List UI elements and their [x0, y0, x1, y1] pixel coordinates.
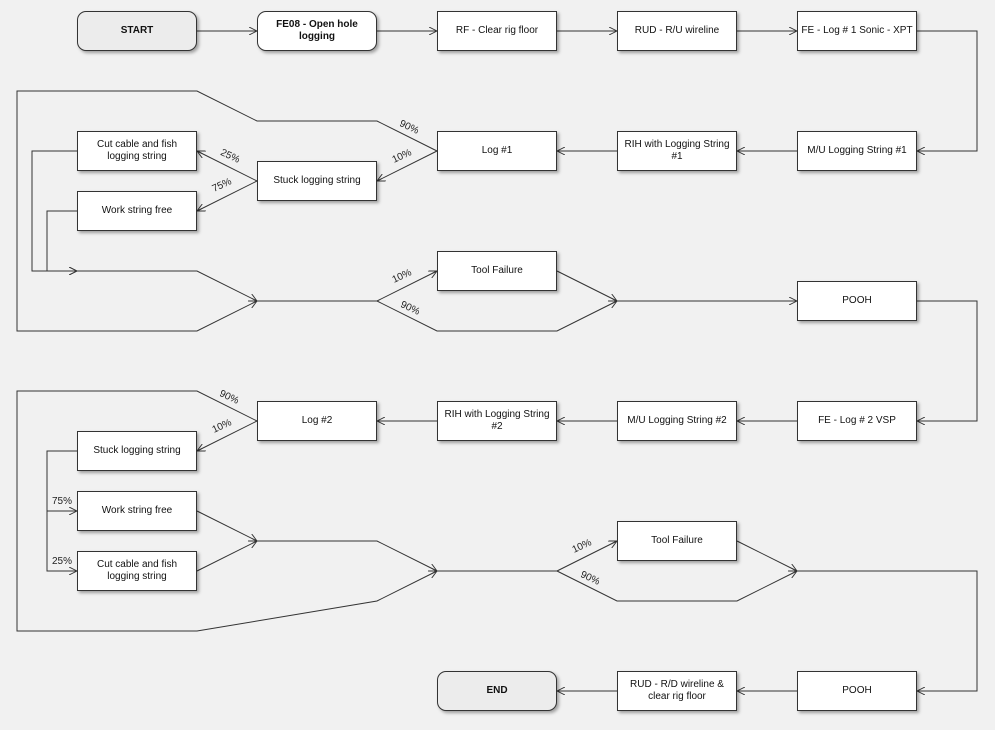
pooh1-node[interactable]: POOH: [797, 281, 917, 321]
fe-log2-vsp-node[interactable]: FE - Log # 2 VSP: [797, 401, 917, 441]
cut-cable-fish2-node[interactable]: Cut cable and fish logging string: [77, 551, 197, 591]
tool-failure1-node[interactable]: Tool Failure: [437, 251, 557, 291]
edge-label-stuck2-cut: 25%: [52, 556, 73, 567]
work-string-free1-node[interactable]: Work string free: [77, 191, 197, 231]
start-node[interactable]: START: [77, 11, 197, 51]
fe08-open-hole-logging-node[interactable]: FE08 - Open hole logging: [257, 11, 377, 51]
mu-logging-string1-node[interactable]: M/U Logging String #1: [797, 131, 917, 171]
end-node[interactable]: END: [437, 671, 557, 711]
rih-logging-string1-node[interactable]: RIH with Logging String #1: [617, 131, 737, 171]
edge-label-stuck2-free: 75%: [52, 496, 73, 507]
rud-rd-wireline-clear-node[interactable]: RUD - R/D wireline & clear rig floor: [617, 671, 737, 711]
fe-log1-sonic-xpt-node[interactable]: FE - Log # 1 Sonic - XPT: [797, 11, 917, 51]
rih-logging-string2-node[interactable]: RIH with Logging String #2: [437, 401, 557, 441]
cut-cable-fish1-node[interactable]: Cut cable and fish logging string: [77, 131, 197, 171]
log1-node[interactable]: Log #1: [437, 131, 557, 171]
work-string-free2-node[interactable]: Work string free: [77, 491, 197, 531]
log2-node[interactable]: Log #2: [257, 401, 377, 441]
rf-clear-rig-floor-node[interactable]: RF - Clear rig floor: [437, 11, 557, 51]
tool-failure2-node[interactable]: Tool Failure: [617, 521, 737, 561]
rud-ru-wireline-node[interactable]: RUD - R/U wireline: [617, 11, 737, 51]
mu-logging-string2-node[interactable]: M/U Logging String #2: [617, 401, 737, 441]
pooh2-node[interactable]: POOH: [797, 671, 917, 711]
stuck-logging-string2-node[interactable]: Stuck logging string: [77, 431, 197, 471]
stuck-logging-string1-node[interactable]: Stuck logging string: [257, 161, 377, 201]
